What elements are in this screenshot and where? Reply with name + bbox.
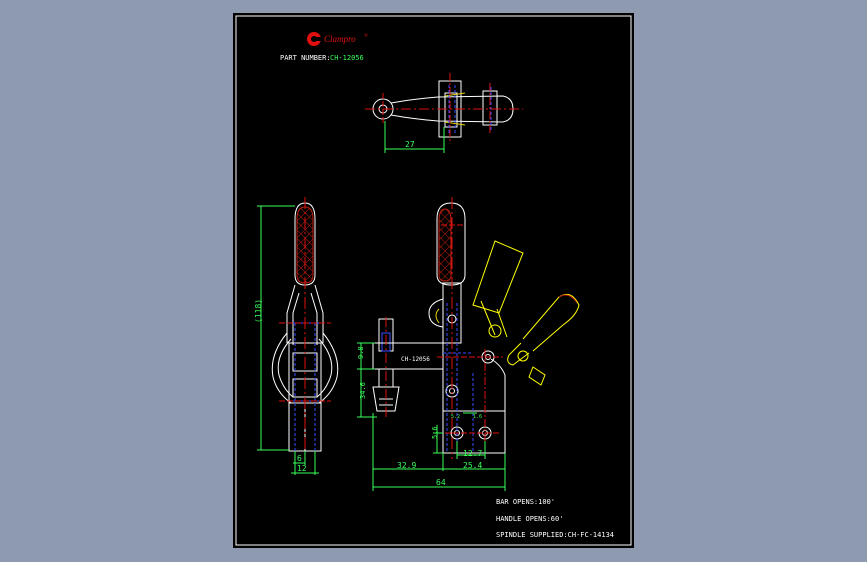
- registered-mark: ®: [364, 33, 368, 39]
- dim-offset-5-6: 5.6: [431, 426, 439, 439]
- brand-name: Clampro: [324, 34, 356, 44]
- sheet-border: [235, 15, 632, 546]
- dim-side-total-width: 12: [297, 464, 307, 473]
- dim-hole-spacing: 12.7: [463, 449, 482, 458]
- dim-right-offset: 25.4: [463, 461, 482, 470]
- note-bar-opens: BAR OPENS:100': [496, 498, 555, 506]
- cad-drawing: Clampro ® PART NUMBER: CH-12056 27: [235, 15, 632, 546]
- dim-small-a: 5.2: [451, 414, 460, 420]
- top-view: [365, 73, 523, 153]
- dim-height-34-6: 34.6: [359, 382, 367, 399]
- brand-logo: Clampro ®: [307, 32, 368, 46]
- dim-side-base-width: 6: [297, 454, 302, 463]
- dim-height-9-8: 9.8: [357, 346, 365, 359]
- front-view: [357, 197, 580, 491]
- part-number-value: CH-12056: [330, 54, 364, 62]
- dim-side-height: (118): [254, 299, 263, 323]
- part-number-label: PART NUMBER:: [280, 54, 331, 62]
- dim-top-width: 27: [405, 140, 415, 149]
- dim-left-offset: 32.9: [397, 461, 416, 470]
- note-handle-opens: HANDLE OPENS:60': [496, 515, 563, 523]
- side-view: [257, 197, 339, 475]
- dim-small-b: 1.6: [473, 414, 482, 420]
- drawing-sheet: Clampro ® PART NUMBER: CH-12056 27: [233, 13, 634, 548]
- note-spindle-supplied: SPINDLE SUPPLIED:CH-FC-14134: [496, 531, 614, 539]
- body-part-number: CH-12056: [401, 356, 430, 363]
- dim-overall-length: 64: [436, 478, 446, 487]
